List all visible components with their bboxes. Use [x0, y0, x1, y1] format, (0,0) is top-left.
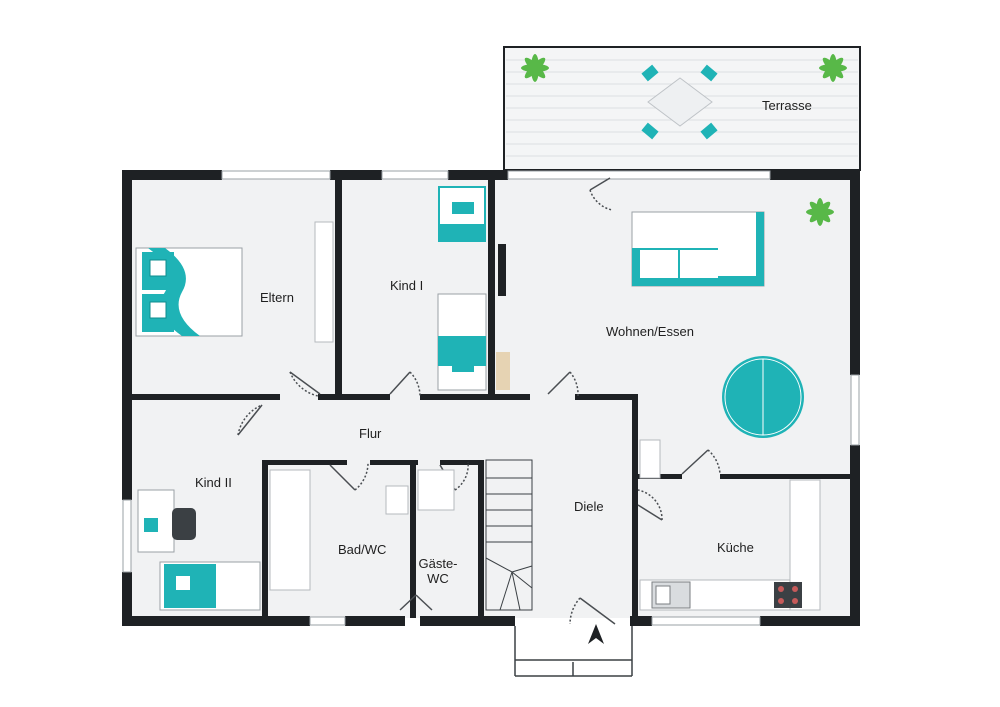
plant-icon	[806, 198, 834, 226]
room-label-kind1: Kind I	[390, 278, 424, 293]
staircase	[485, 459, 533, 611]
doors	[237, 177, 721, 625]
room-label-flur: Flur	[359, 426, 382, 441]
plant-icon	[521, 54, 549, 82]
exterior-walls	[122, 170, 860, 626]
room-label-wohnen-essen: Wohnen/Essen	[606, 324, 694, 339]
eltern-bed	[135, 247, 243, 337]
interior-walls	[130, 178, 855, 618]
room-label-gaeste-wc-line2: WC	[427, 571, 449, 586]
terrace-outline	[503, 46, 861, 171]
kind1-shelf	[496, 244, 510, 390]
dining-table	[722, 356, 804, 438]
kind1-beds	[437, 186, 487, 391]
plant-icon	[819, 54, 847, 82]
room-label-diele: Diele	[574, 499, 604, 514]
room-label-terrasse: Terrasse	[762, 98, 812, 113]
entrance-arrow-icon	[588, 624, 604, 644]
terrace-table	[641, 64, 718, 140]
sofa	[631, 211, 765, 287]
room-label-gaeste-wc: Gäste- WC	[416, 556, 460, 586]
room-label-kind2: Kind II	[195, 475, 232, 490]
entrance-landing	[514, 626, 633, 677]
room-label-bad-wc: Bad/WC	[338, 542, 387, 557]
room-label-eltern: Eltern	[260, 290, 294, 305]
room-label-gaeste-wc-line1: Gäste-	[418, 556, 458, 571]
windows	[122, 170, 860, 626]
bathroom-fixtures	[269, 469, 455, 591]
kind2-bed	[159, 561, 261, 611]
sink-icon	[651, 581, 691, 609]
eltern-wardrobe	[314, 221, 334, 343]
stove-icon	[774, 582, 802, 608]
kind2-desk	[137, 489, 196, 553]
room-label-kueche: Küche	[717, 540, 754, 555]
